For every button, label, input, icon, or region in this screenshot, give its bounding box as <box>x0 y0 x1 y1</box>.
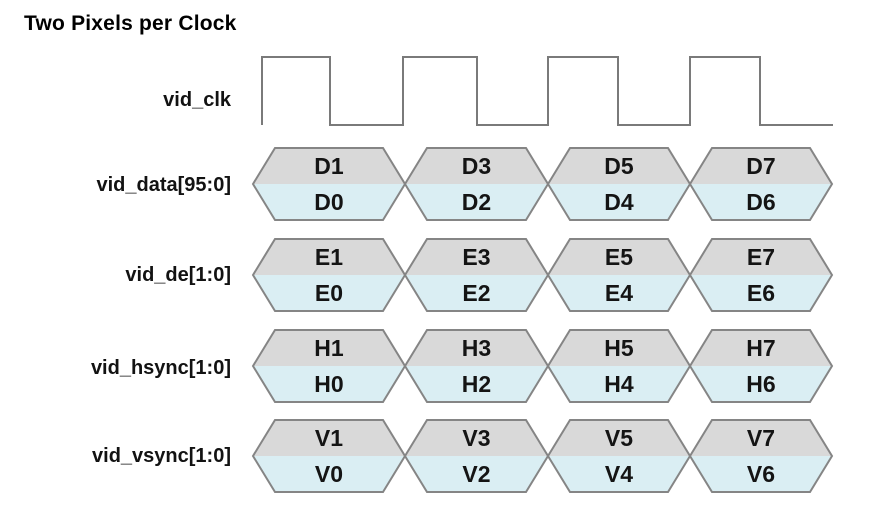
segment-value-lower: E0 <box>315 280 343 306</box>
segment-value-lower: H2 <box>462 371 491 397</box>
segment-lower-half <box>253 184 405 220</box>
segment-value-lower: D2 <box>462 189 491 215</box>
segment-value-lower: D6 <box>746 189 775 215</box>
signal-label-vid-de: vid_de[1:0] <box>125 264 231 286</box>
segment-value-lower: H0 <box>314 371 343 397</box>
segment-value-upper: V3 <box>462 425 490 451</box>
segment-value-lower: V6 <box>747 461 775 487</box>
signal-label-vid-clk: vid_clk <box>163 89 231 111</box>
segment-lower-half <box>405 366 548 402</box>
segment-value-lower: D0 <box>314 189 343 215</box>
segment-value-lower: H4 <box>604 371 634 397</box>
segment-value-upper: H5 <box>604 335 634 361</box>
segment-upper-half <box>548 330 690 366</box>
segment-value-upper: D1 <box>314 153 344 179</box>
segment-upper-half <box>405 330 548 366</box>
segment-value-upper: E1 <box>315 244 343 270</box>
segment-value-upper: V7 <box>747 425 775 451</box>
segment-value-lower: V4 <box>605 461 633 487</box>
segment-value-lower: E6 <box>747 280 775 306</box>
segment-value-lower: E4 <box>605 280 633 306</box>
segment-value-upper: E5 <box>605 244 633 270</box>
segment-value-upper: E3 <box>462 244 490 270</box>
signal-label-vid-vsync: vid_vsync[1:0] <box>92 445 231 467</box>
segment-lower-half <box>690 456 832 492</box>
segment-upper-half <box>253 239 405 275</box>
segment-upper-half <box>690 420 832 456</box>
segment-upper-half <box>253 420 405 456</box>
segment-value-upper: V1 <box>315 425 343 451</box>
segment-outline <box>688 147 834 221</box>
segment-upper-half <box>548 239 690 275</box>
segment-lower-half <box>405 275 548 311</box>
segment-lower-half <box>548 184 690 220</box>
segment-upper-half <box>690 239 832 275</box>
segment-value-lower: E2 <box>462 280 490 306</box>
segment-upper-half <box>253 148 405 184</box>
segment-value-upper: H3 <box>462 335 491 361</box>
segment-value-upper: D5 <box>604 153 634 179</box>
segment-upper-half <box>548 420 690 456</box>
segment-lower-half <box>253 275 405 311</box>
segment-outline <box>688 419 834 493</box>
segment-value-lower: H6 <box>746 371 775 397</box>
segment-value-lower: V2 <box>462 461 490 487</box>
segment-lower-half <box>405 184 548 220</box>
signal-label-vid-data: vid_data[95:0] <box>96 174 232 196</box>
segment-lower-half <box>690 366 832 402</box>
segment-lower-half <box>253 456 405 492</box>
segment-value-lower: V0 <box>315 461 343 487</box>
segment-lower-half <box>405 456 548 492</box>
segment-lower-half <box>548 366 690 402</box>
segment-value-upper: E7 <box>747 244 775 270</box>
segment-outline <box>688 329 834 403</box>
segment-value-lower: D4 <box>604 189 634 215</box>
segment-upper-half <box>690 148 832 184</box>
segment-value-upper: D7 <box>746 153 775 179</box>
segment-upper-half <box>405 148 548 184</box>
segment-lower-half <box>548 456 690 492</box>
segment-outline <box>688 238 834 312</box>
segment-upper-half <box>405 239 548 275</box>
diagram-title: Two Pixels per Clock <box>24 12 237 35</box>
clock-waveform <box>261 56 833 126</box>
segment-value-upper: H7 <box>746 335 775 361</box>
segment-upper-half <box>253 330 405 366</box>
segment-upper-half <box>548 148 690 184</box>
segment-lower-half <box>548 275 690 311</box>
segment-value-upper: D3 <box>462 153 491 179</box>
segment-upper-half <box>405 420 548 456</box>
segment-lower-half <box>253 366 405 402</box>
segment-upper-half <box>690 330 832 366</box>
segment-value-upper: H1 <box>314 335 344 361</box>
segment-lower-half <box>690 184 832 220</box>
signal-label-vid-hsync: vid_hsync[1:0] <box>90 357 231 379</box>
segment-value-upper: V5 <box>605 425 633 451</box>
segment-lower-half <box>690 275 832 311</box>
